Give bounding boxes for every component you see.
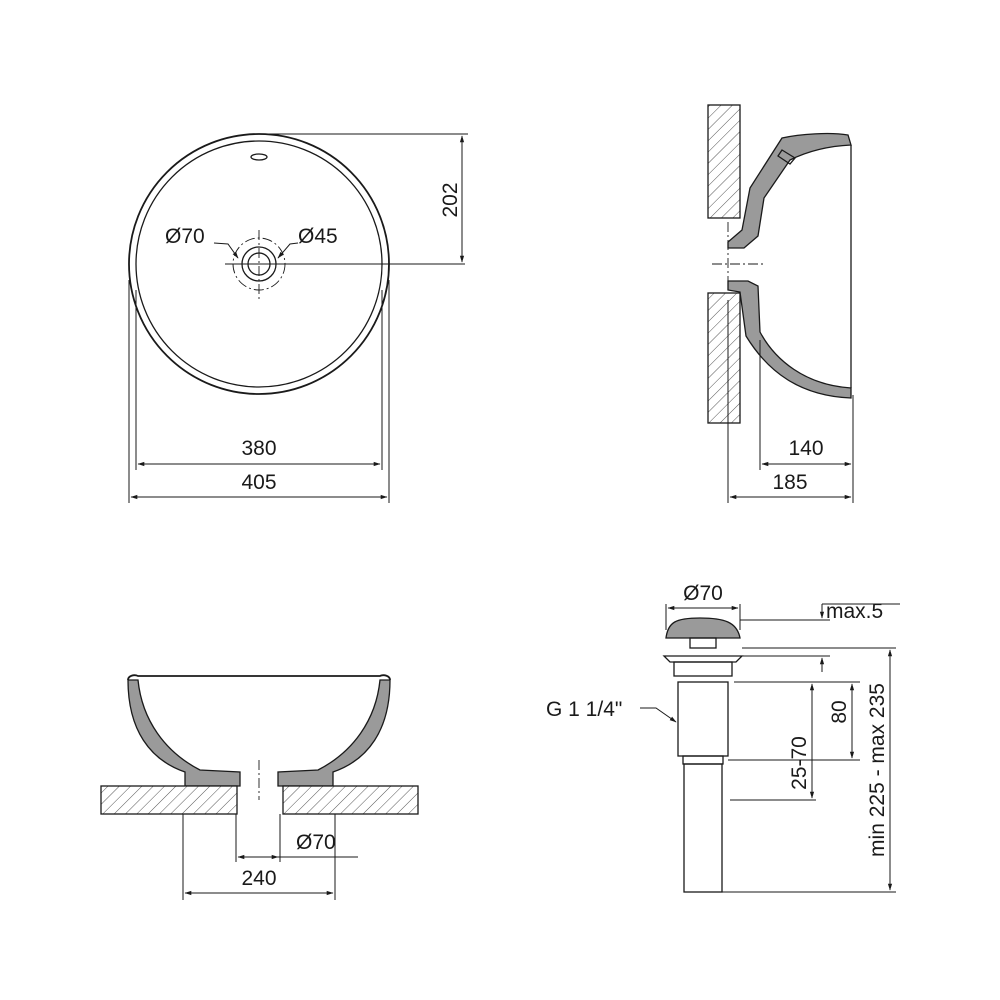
label-dim-range: 25-70 <box>788 736 811 790</box>
wall-upper <box>707 104 741 219</box>
leader-thread <box>640 707 677 723</box>
overflow-slot <box>250 153 268 161</box>
basin-shell-upper <box>727 132 852 249</box>
wall-lower <box>707 292 741 424</box>
drain-nut <box>682 755 724 765</box>
drain-cap <box>665 617 741 639</box>
label-dim-202: 202 <box>439 182 462 217</box>
label-dim-gap: max.5 <box>826 600 883 623</box>
label-dim-380: 380 <box>241 437 276 460</box>
drain-view: Ø70 max.5 G 1 1/4" 80 25-70 min 225 - ma… <box>546 582 900 893</box>
drain-tail-pipe <box>683 763 723 893</box>
side-view: 140 185 <box>707 104 854 503</box>
label-dim-total: min 225 - max 235 <box>866 683 889 857</box>
label-thread: G 1 1/4" <box>546 698 622 721</box>
label-overflow-diameter: Ø70 <box>165 225 205 248</box>
drain-stem <box>689 637 717 649</box>
top-view: Ø70 Ø45 202 380 405 <box>128 133 468 503</box>
basin-shell-lower <box>727 280 852 399</box>
label-dim-240: 240 <box>241 867 276 890</box>
drain-thread <box>677 681 729 757</box>
counter-left <box>100 785 238 815</box>
bowl-rim <box>127 674 391 681</box>
leader-drain <box>277 242 299 259</box>
label-dim-cap: Ø70 <box>683 582 723 605</box>
bowl-left-wall <box>127 679 241 787</box>
counter-right <box>282 785 419 815</box>
overflow-channel <box>777 149 796 165</box>
label-dim-405: 405 <box>241 471 276 494</box>
label-dim-hole: Ø70 <box>296 831 336 854</box>
drain-flange <box>662 655 744 663</box>
front-view: Ø70 240 <box>100 674 419 900</box>
leader-overflow <box>213 242 239 259</box>
label-drain-diameter: Ø45 <box>298 225 338 248</box>
label-dim-185: 185 <box>772 471 807 494</box>
bowl-right-wall <box>277 679 391 787</box>
label-dim-80: 80 <box>828 700 851 723</box>
label-dim-140: 140 <box>788 437 823 460</box>
drain-ring <box>673 661 733 677</box>
